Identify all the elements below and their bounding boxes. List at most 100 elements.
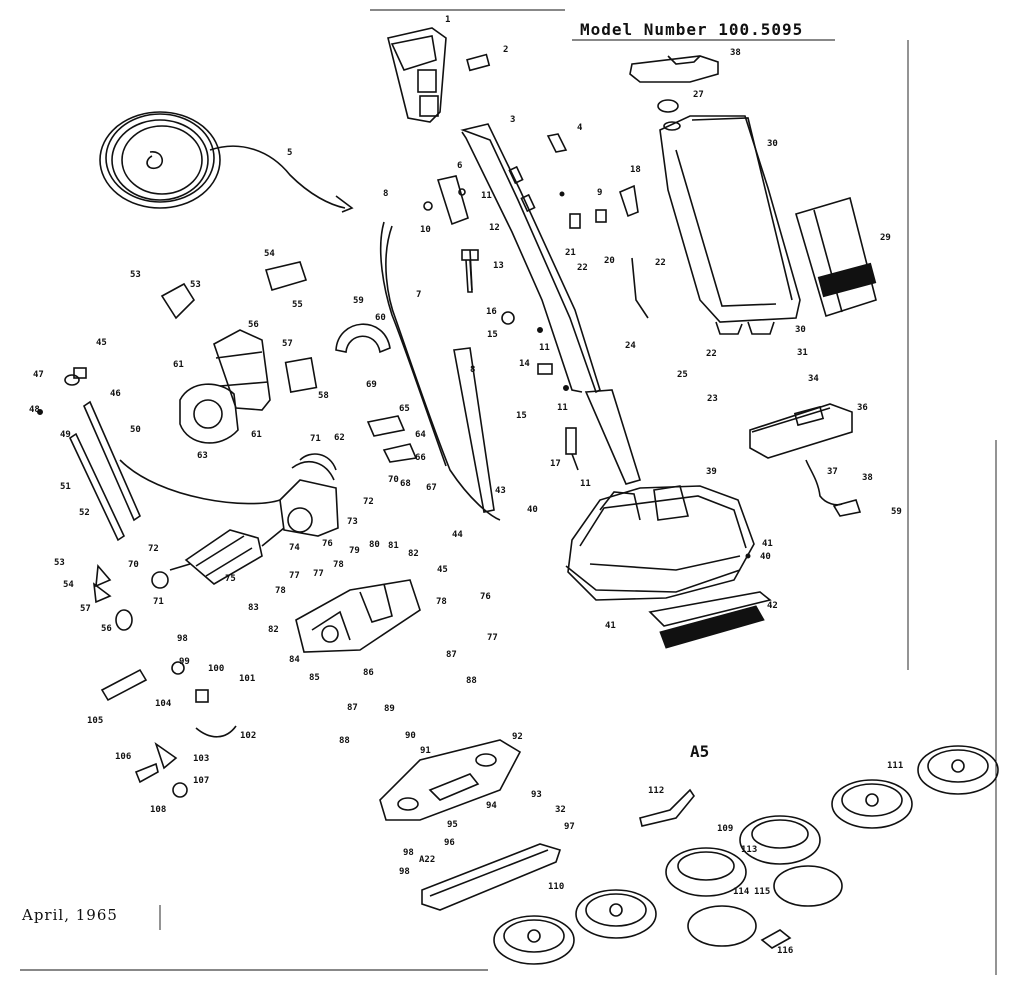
- callout-53: 53: [54, 558, 65, 568]
- callout-98: 98: [403, 848, 414, 858]
- callout-95: 95: [447, 820, 458, 830]
- callout-50: 50: [130, 425, 141, 435]
- callout-15: 15: [487, 330, 498, 340]
- callout-91: 91: [420, 746, 431, 756]
- callout-93: 93: [531, 790, 542, 800]
- callout-29: 29: [880, 233, 891, 243]
- callout-78: 78: [275, 586, 286, 596]
- callout-57: 57: [80, 604, 91, 614]
- part-plate-57: [284, 357, 318, 393]
- callout-75: 75: [225, 574, 236, 584]
- part-power-cord: [99, 111, 354, 213]
- date-label: April, 1965: [22, 906, 118, 924]
- callout-64: 64: [415, 430, 426, 440]
- callout-21: 21: [565, 248, 576, 258]
- part-small-hardware: [37, 367, 237, 798]
- callout-41: 41: [605, 621, 616, 631]
- part-top-latch: [629, 55, 719, 83]
- callout-59: 59: [353, 296, 364, 306]
- callout-22: 22: [706, 349, 717, 359]
- callout-89: 89: [384, 704, 395, 714]
- callout-77: 77: [487, 633, 498, 643]
- callout-13: 13: [493, 261, 504, 271]
- callout-106: 106: [115, 752, 131, 762]
- callout-3: 3: [510, 115, 515, 125]
- callout-71: 71: [310, 434, 321, 444]
- callout-55: 55: [292, 300, 303, 310]
- callout-10: 10: [420, 225, 431, 235]
- callout-77: 77: [289, 571, 300, 581]
- callout-87: 87: [347, 703, 358, 713]
- callout-82: 82: [268, 625, 279, 635]
- callout-77: 77: [313, 569, 324, 579]
- callout-36: 36: [857, 403, 868, 413]
- callout-4: 4: [577, 123, 583, 133]
- part-gear-housing: [295, 579, 421, 653]
- callout-96: 96: [444, 838, 455, 848]
- callout-59: 59: [891, 507, 902, 517]
- callout-61: 61: [173, 360, 184, 370]
- callout-42: 42: [767, 601, 778, 611]
- callout-38: 38: [730, 48, 741, 58]
- callout-104: 104: [155, 699, 172, 709]
- callout-66: 66: [415, 453, 426, 463]
- callout-9: 9: [597, 188, 602, 198]
- callout-20: 20: [604, 256, 615, 266]
- callout-110: 110: [548, 882, 564, 892]
- part-pipe-37: [805, 459, 843, 506]
- callout-25: 25: [677, 370, 688, 380]
- callout-30: 30: [767, 139, 778, 149]
- callout-49: 49: [60, 430, 71, 440]
- part-brush-rail: [82, 400, 142, 522]
- callout-8: 8: [383, 189, 388, 199]
- callout-39: 39: [706, 467, 717, 477]
- callout-53: 53: [130, 270, 141, 280]
- callout-99: 99: [179, 657, 190, 667]
- callout-79: 79: [349, 546, 360, 556]
- callout-46: 46: [110, 389, 121, 399]
- callout-60: 60: [375, 313, 386, 323]
- callout-22: 22: [655, 258, 666, 268]
- callout-43: 43: [495, 486, 506, 496]
- callout-97: 97: [564, 822, 575, 832]
- callout-A22: A22: [419, 855, 435, 865]
- callout-18: 18: [630, 165, 641, 175]
- callout-53: 53: [190, 280, 201, 290]
- callout-70: 70: [388, 475, 399, 485]
- callout-56: 56: [101, 624, 112, 634]
- callout-11: 11: [539, 343, 550, 353]
- callout-84: 84: [289, 655, 300, 665]
- callout-54: 54: [264, 249, 275, 259]
- callout-102: 102: [240, 731, 256, 741]
- callout-11: 11: [557, 403, 568, 413]
- callout-88: 88: [466, 676, 477, 686]
- callout-94: 94: [486, 801, 497, 811]
- callout-83: 83: [248, 603, 259, 613]
- callout-90: 90: [405, 731, 416, 741]
- callout-114: 114: [733, 887, 750, 897]
- callout-40: 40: [527, 505, 538, 515]
- callout-62: 62: [334, 433, 345, 443]
- callout-74: 74: [289, 543, 300, 553]
- part-cap-27: [657, 99, 679, 113]
- callout-76: 76: [480, 592, 491, 602]
- callout-68: 68: [400, 479, 411, 489]
- callout-70: 70: [128, 560, 139, 570]
- callout-7: 7: [416, 290, 421, 300]
- callout-72: 72: [148, 544, 159, 554]
- part-base-housing: [565, 485, 755, 601]
- part-clip: [466, 53, 491, 72]
- part-filter-bag: [795, 196, 877, 318]
- callout-73: 73: [347, 517, 358, 527]
- callout-8: 8: [470, 365, 475, 375]
- callout-14: 14: [519, 359, 530, 369]
- callout-67: 67: [426, 483, 437, 493]
- part-bag-housing: [659, 115, 801, 335]
- callout-15: 15: [516, 411, 527, 421]
- frame-lines: [20, 9, 997, 975]
- callout-12: 12: [489, 223, 500, 233]
- callout-34: 34: [808, 374, 819, 384]
- callout-86: 86: [363, 668, 374, 678]
- callout-11: 11: [580, 479, 591, 489]
